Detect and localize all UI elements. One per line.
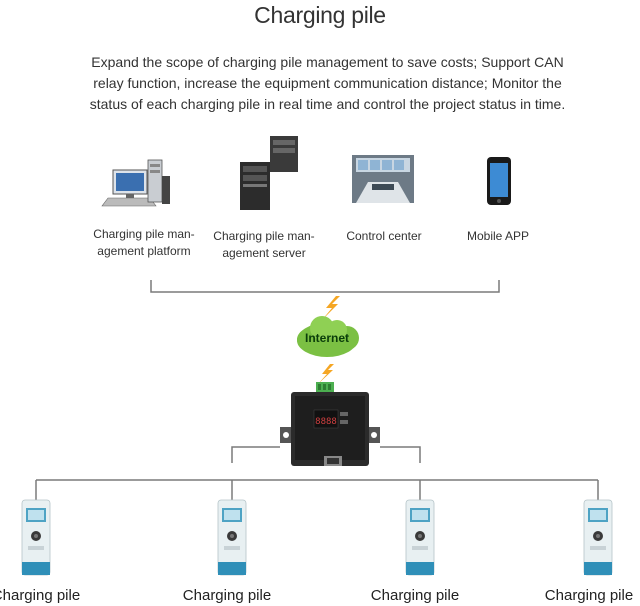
cloud-icon	[297, 316, 359, 357]
server-tower-icon	[240, 136, 298, 210]
control-room-icon	[352, 155, 414, 203]
device-control-center: Control center	[332, 228, 436, 245]
lightning-bolt-icon	[318, 364, 334, 384]
charging-pile-icon	[21, 499, 51, 576]
pile-label: Charging pile	[370, 587, 460, 604]
device-label: Mobile APP	[466, 229, 530, 243]
lightning-bolt-icon	[322, 296, 340, 320]
device-label: Control center	[346, 229, 422, 243]
pile-label: Charging pile	[544, 587, 634, 604]
device-management-platform: Charging pile man- agement platform	[88, 226, 200, 260]
svg-text:8888: 8888	[315, 417, 337, 427]
device-label: Charging pile man- agement platform	[93, 227, 195, 258]
charging-pile-icon	[583, 499, 613, 576]
can-gateway-device-icon: 8888	[280, 382, 380, 466]
charging-pile-icon	[405, 499, 435, 576]
pile-label: Charging pile	[182, 587, 272, 604]
pile-label: Charging pile	[0, 587, 81, 604]
desktop-computer-icon	[101, 159, 170, 207]
page-title: Charging pile	[254, 2, 386, 28]
charging-pile-icon	[217, 499, 247, 576]
device-management-server: Charging pile man- agement server	[208, 228, 320, 262]
smartphone-icon	[487, 157, 511, 205]
description: Expand the scope of charging pile manage…	[89, 54, 566, 112]
device-mobile-app: Mobile APP	[450, 228, 546, 245]
internet-label: Internet	[304, 331, 349, 345]
device-label: Charging pile man- agement server	[213, 229, 315, 260]
